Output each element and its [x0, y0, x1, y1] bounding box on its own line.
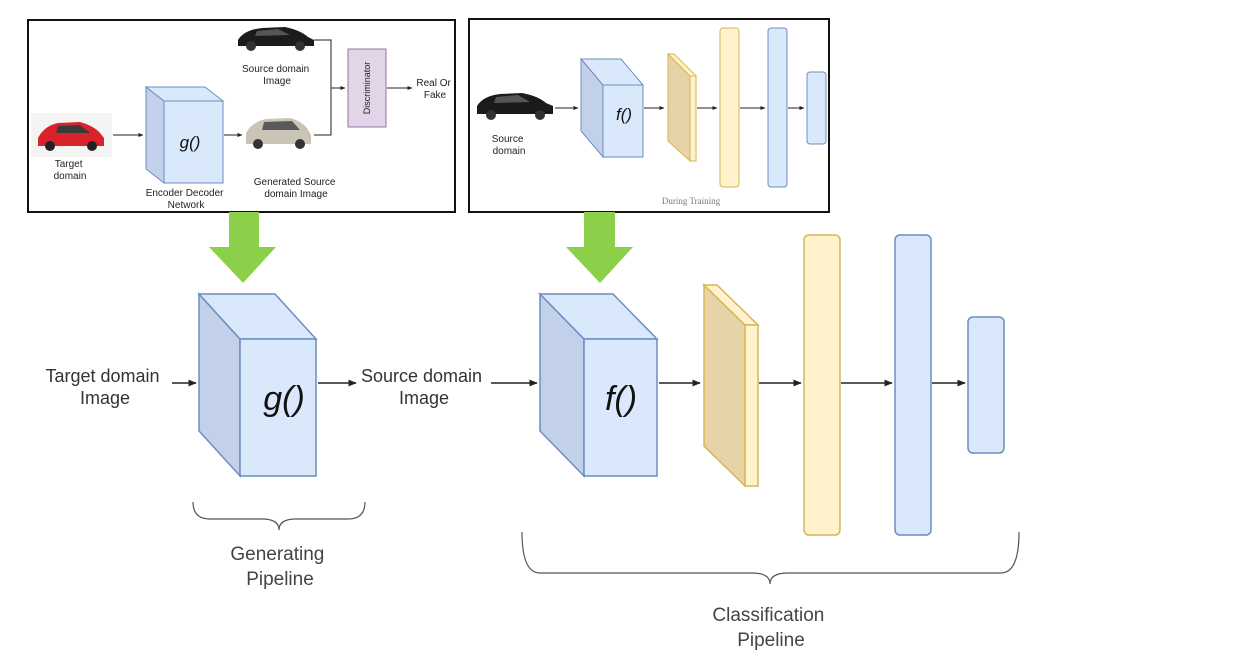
source-domain-label: Source domain	[492, 134, 526, 157]
during-training-caption: During Training	[662, 196, 721, 206]
classification-pipeline-label: Classification Pipeline	[712, 605, 829, 651]
large-yellow-bar	[803, 234, 841, 536]
g-function-label: g()	[263, 380, 305, 418]
classification-pipeline: f() Classification Pipeline	[491, 234, 1020, 651]
output-bar	[967, 316, 1005, 454]
f-function-label: f()	[605, 380, 637, 418]
g-function-label-small: g()	[180, 133, 201, 152]
target-domain-label: Target domain	[54, 159, 87, 182]
large-f-cube	[538, 292, 659, 478]
connector-source-to-disc	[314, 39, 346, 90]
small-g-cube	[144, 85, 225, 185]
generating-pipeline-label: Generating Pipeline	[230, 544, 329, 590]
small-f-cube	[579, 57, 645, 159]
real-or-fake-label: Real Or Fake	[416, 78, 453, 101]
generating-pipeline: Target domain Image g() Source domain Im…	[45, 292, 487, 590]
green-arrow-left	[209, 212, 276, 283]
f-function-label-small: f()	[616, 105, 632, 124]
connector-generated-to-disc	[314, 88, 332, 136]
black-car-image	[477, 93, 553, 120]
black-car-image	[238, 27, 314, 51]
discriminator-box	[347, 48, 387, 128]
generating-brace	[192, 501, 366, 531]
small-yellow-bar	[719, 27, 740, 188]
small-blue-bar	[767, 27, 788, 188]
generated-source-label: Generated Source domain Image	[254, 177, 339, 200]
discriminator-label: Discriminator	[362, 62, 372, 115]
classification-brace	[521, 531, 1020, 585]
top-right-panel: Source domain f() During Training	[468, 18, 830, 213]
source-domain-image-label: Source domain Image	[242, 64, 312, 87]
source-domain-image-label: Source domain Image	[361, 366, 487, 408]
small-output-bar	[806, 71, 827, 145]
top-left-panel: Source domain Image Target domain g() En…	[27, 19, 456, 213]
target-domain-image-label: Target domain Image	[45, 366, 164, 408]
large-g-cube	[197, 292, 318, 478]
small-tan-layer	[666, 52, 698, 163]
encoder-decoder-label: Encoder Decoder Network	[146, 188, 227, 211]
red-car-image	[31, 113, 112, 157]
large-blue-bar	[894, 234, 932, 536]
green-arrow-right	[566, 212, 633, 283]
large-tan-layer	[702, 283, 760, 488]
silver-car-image	[246, 118, 311, 149]
